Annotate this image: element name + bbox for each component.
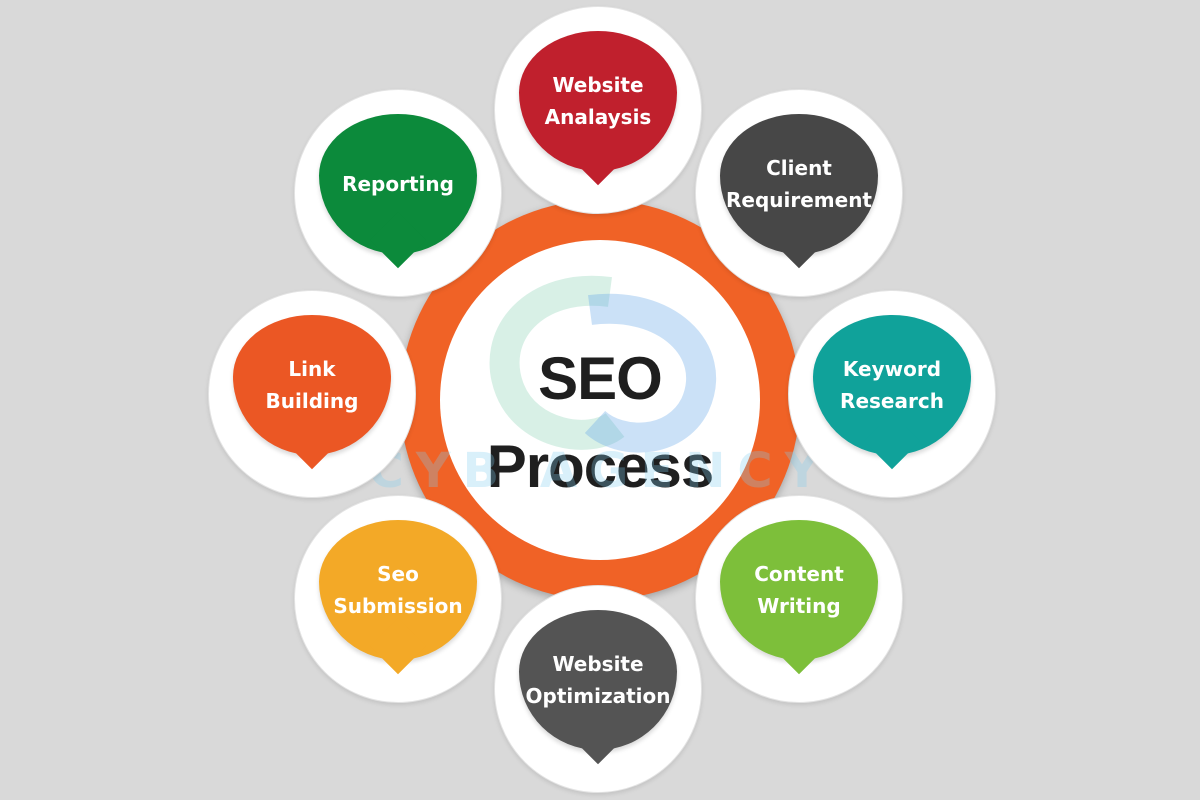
node-label: Keyword Research [840,357,944,413]
drop-shape: Keyword Research [813,315,971,470]
node-label: Content Writing [754,562,844,618]
watermark-logo-icon [489,275,716,453]
node-website-analysis: Website Analaysis [494,6,702,214]
node-website-optimization: Website Optimization [494,585,702,793]
drop-shape: Link Building [233,315,391,470]
drop-shape: Client Requirement [720,114,878,269]
node-label: Reporting [342,172,454,196]
drop-shape: Seo Submission [319,520,477,675]
node-link-building: Link Building [208,290,416,498]
node-reporting: Reporting [294,89,502,297]
watermark-text: CYB AGENCY [368,443,832,499]
node-label: Website Analaysis [544,73,652,129]
node-label: Link Building [265,357,359,413]
node-label: Seo Submission [333,562,463,618]
node-keyword-research: Keyword Research [788,290,996,498]
drop-shape: Website Optimization [519,610,677,765]
node-label: Website Optimization [525,652,671,708]
node-seo-submission: Seo Submission [294,495,502,703]
center-title: SEO Process [486,345,715,500]
drop-shape: Website Analaysis [519,31,677,186]
node-content-writing: Content Writing [695,495,903,703]
center-circle: SEO Process [440,240,760,560]
drop-shape: Reporting [319,114,477,269]
node-label: Client Requirement [725,156,872,212]
node-client-requirement: Client Requirement [695,89,903,297]
drop-shape: Content Writing [720,520,878,675]
